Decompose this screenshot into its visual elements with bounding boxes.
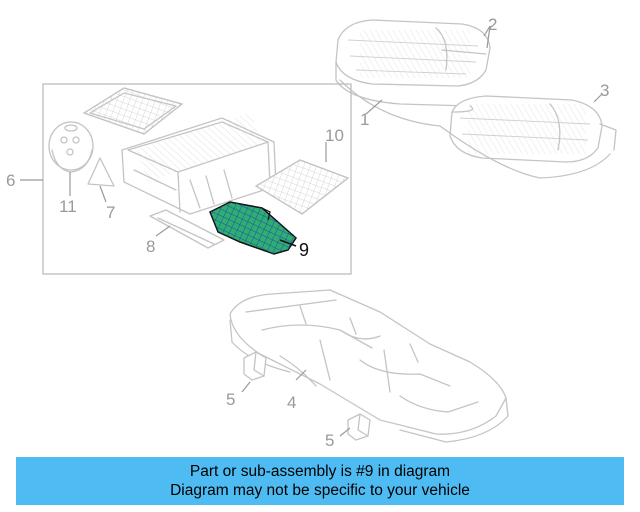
parts-diagram: 1 2 3 4 5 5 6 7 8 9 10 11	[6, 15, 617, 450]
round-cover-part	[48, 121, 94, 173]
highlighted-part-9[interactable]	[209, 201, 297, 255]
callout-9: 9	[299, 240, 309, 260]
storage-tray	[121, 112, 277, 215]
sub-assembly-box	[42, 83, 352, 275]
seat-back-assembly	[335, 19, 617, 179]
banner-line-1: Part or sub-assembly is #9 in diagram	[189, 463, 451, 480]
callout-5-upper: 5	[226, 390, 235, 409]
clip-part-5-lower	[347, 413, 371, 441]
right-mesh-pad	[254, 159, 350, 215]
info-banner: Part or sub-assembly is #9 in diagram Di…	[16, 457, 624, 505]
callout-11: 11	[59, 197, 77, 216]
leader-lines	[20, 25, 603, 437]
strip-plate	[149, 209, 225, 249]
callout-5-lower: 5	[325, 431, 334, 450]
callout-3: 3	[600, 81, 609, 100]
callout-2: 2	[488, 15, 497, 34]
upper-mesh-pad	[82, 87, 184, 135]
callout-7: 7	[106, 203, 115, 222]
callout-10: 10	[325, 126, 344, 145]
banner-line-2: Diagram may not be specific to your vehi…	[170, 482, 470, 499]
callout-4: 4	[287, 393, 296, 412]
callout-1: 1	[360, 110, 369, 129]
callout-6: 6	[6, 171, 15, 190]
clip-part-5-upper	[243, 351, 267, 381]
triangle-bracket	[87, 157, 115, 187]
callout-8: 8	[146, 237, 155, 256]
